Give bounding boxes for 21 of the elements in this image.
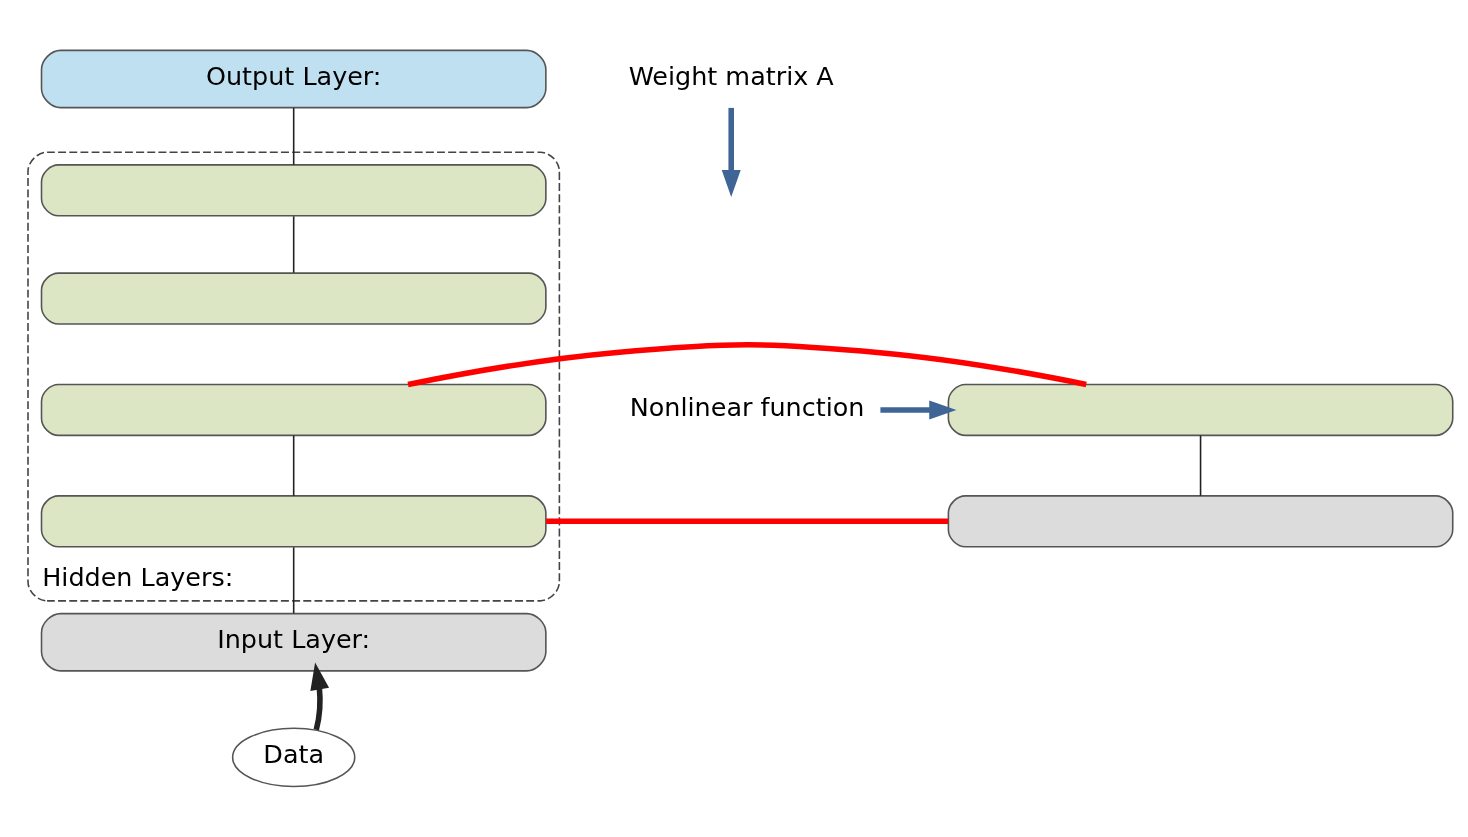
node-box: [947, 383, 1454, 437]
node-box: Output Layer:: [40, 49, 547, 109]
connector: [546, 518, 949, 525]
arrow: [721, 107, 741, 198]
node-box: [40, 495, 547, 548]
node-box: [947, 495, 1454, 548]
node-box: [40, 383, 547, 437]
cluster: Hidden Layers:: [27, 151, 561, 602]
node-box: Input Layer:: [40, 612, 547, 672]
node-text: Weight matrix A: [628, 61, 834, 92]
node-ellipse: Data: [231, 727, 356, 788]
arrow: [310, 662, 330, 731]
node-box: [40, 272, 547, 325]
node-text: Nonlinear function: [629, 391, 865, 422]
connector: [292, 434, 295, 497]
connector: [1199, 434, 1202, 497]
connector: [292, 107, 295, 166]
node-box: [40, 164, 547, 217]
arrow: [880, 400, 957, 420]
connector: [292, 546, 295, 615]
connector: [292, 215, 295, 274]
